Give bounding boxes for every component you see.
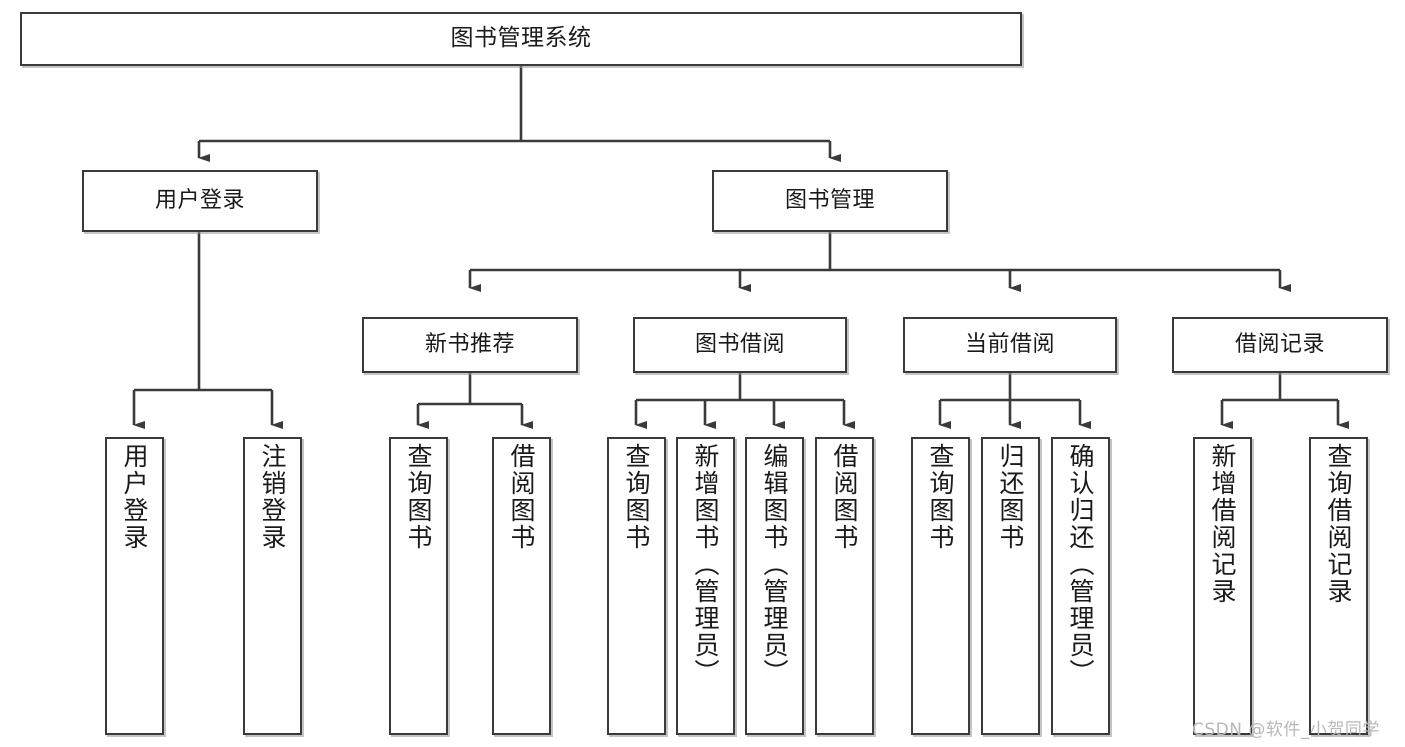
node-label: 新增图书（管理员） <box>691 443 720 686</box>
node-label: 当前借阅 <box>964 331 1055 357</box>
node-current-borrow[interactable]: 当前借阅 <box>903 317 1117 373</box>
node-label: 查询图书 <box>926 443 955 551</box>
edge-root-to-level1 <box>197 66 841 162</box>
node-label: 图书管理系统 <box>450 25 592 52</box>
edge-newbook-to-leaves <box>416 373 533 429</box>
node-label: 图书管理 <box>784 187 875 213</box>
node-leaf-query-book-borrow[interactable]: 查询图书 <box>607 437 666 735</box>
node-leaf-borrow-book[interactable]: 借阅图书 <box>815 437 874 735</box>
node-leaf-user-login[interactable]: 用户登录 <box>105 437 164 735</box>
node-leaf-logout[interactable]: 注销登录 <box>243 437 302 735</box>
node-leaf-borrow-book-recommend[interactable]: 借阅图书 <box>492 437 551 735</box>
edge-current-to-leaves <box>938 373 1091 429</box>
node-book-management[interactable]: 图书管理 <box>712 170 948 232</box>
node-leaf-query-borrow-record[interactable]: 查询借阅记录 <box>1309 437 1368 735</box>
node-label: 新书推荐 <box>424 331 515 357</box>
node-label: 归还图书 <box>996 443 1025 551</box>
node-label: 确认归还（管理员） <box>1066 443 1095 686</box>
node-leaf-query-book-recommend[interactable]: 查询图书 <box>389 437 448 735</box>
node-label: 借阅图书 <box>507 443 536 551</box>
node-label: 借阅图书 <box>830 443 859 551</box>
node-label: 查询图书 <box>404 443 433 551</box>
node-label: 用户登录 <box>120 443 149 551</box>
node-leaf-add-borrow-record[interactable]: 新增借阅记录 <box>1193 437 1252 735</box>
edge-record-to-leaves <box>1220 373 1349 429</box>
edge-bookmgmt-to-level2 <box>468 232 1291 292</box>
node-label: 查询借阅记录 <box>1324 443 1353 605</box>
node-leaf-query-book-current[interactable]: 查询图书 <box>911 437 970 735</box>
node-label: 新增借阅记录 <box>1208 443 1237 605</box>
node-leaf-return-book[interactable]: 归还图书 <box>981 437 1040 735</box>
node-label: 编辑图书（管理员） <box>760 443 789 686</box>
node-leaf-add-book-admin[interactable]: 新增图书（管理员） <box>676 437 735 735</box>
node-user-login[interactable]: 用户登录 <box>82 170 318 232</box>
node-label: 查询图书 <box>622 443 651 551</box>
node-label: 用户登录 <box>154 187 245 213</box>
node-leaf-edit-book-admin[interactable]: 编辑图书（管理员） <box>745 437 804 735</box>
node-leaf-confirm-return-admin[interactable]: 确认归还（管理员） <box>1051 437 1110 735</box>
edge-borrow-to-leaves <box>634 373 855 429</box>
node-new-book-recommend[interactable]: 新书推荐 <box>362 317 578 373</box>
node-book-borrow[interactable]: 图书借阅 <box>633 317 847 373</box>
edge-userlogin-to-leaves <box>132 232 283 429</box>
csdn-watermark: CSDN @软件_小贺同学 <box>1192 720 1380 740</box>
node-label: 图书借阅 <box>694 331 785 357</box>
node-borrow-record[interactable]: 借阅记录 <box>1172 317 1388 373</box>
node-root-system[interactable]: 图书管理系统 <box>20 12 1022 66</box>
node-label: 借阅记录 <box>1234 331 1325 357</box>
node-label: 注销登录 <box>258 443 287 551</box>
